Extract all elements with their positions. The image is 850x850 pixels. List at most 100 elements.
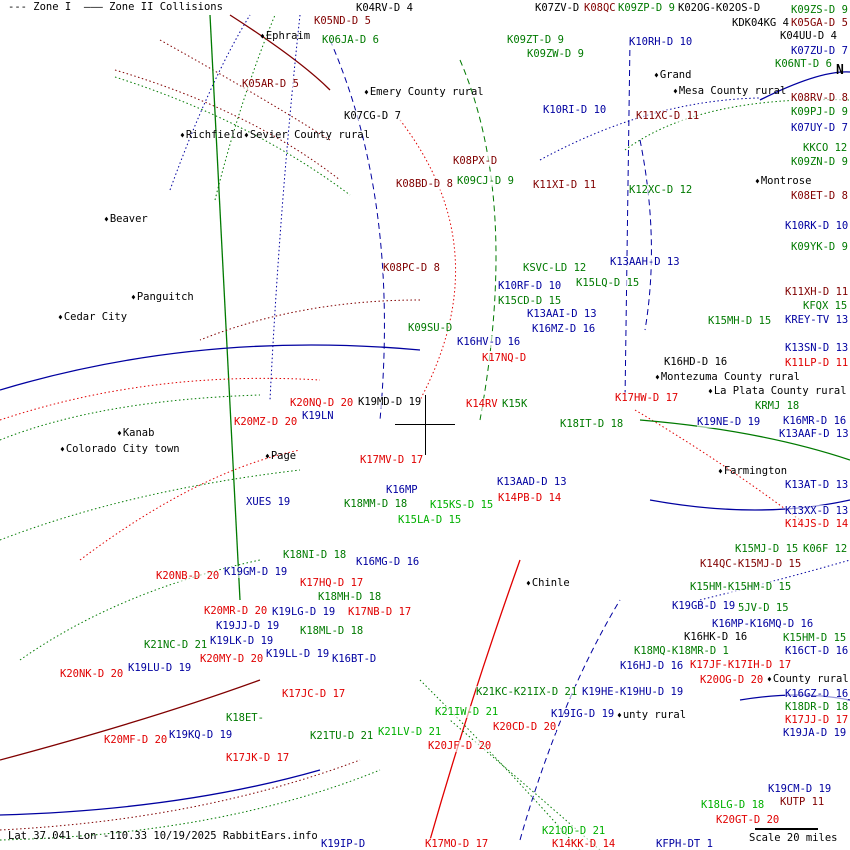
station-label[interactable]: K19KQ-D 19 [169, 729, 233, 741]
station-label[interactable]: K09YK-D 9 [791, 241, 848, 253]
station-label[interactable]: K17HW-D 17 [615, 392, 679, 404]
station-label[interactable]: KRMJ 18 [755, 400, 800, 412]
station-label[interactable]: K09ZS-D 9 [791, 4, 848, 16]
station-label[interactable]: K18DR-D 18 [785, 701, 849, 713]
station-label[interactable]: K19LN [302, 410, 334, 422]
station-label[interactable]: K11XI-D 11 [533, 179, 597, 191]
station-label[interactable]: K20MZ-D 20 [234, 416, 298, 428]
station-label[interactable]: K09ZP-D 9 [618, 2, 675, 14]
station-label[interactable]: K16HJ-D 16 [620, 660, 684, 672]
station-label[interactable]: K05GA-D 5 [791, 17, 848, 29]
station-label[interactable]: K13AAD-D 13 [497, 476, 567, 488]
station-label[interactable]: K14KK-D 14 [552, 838, 616, 850]
station-label[interactable]: K08PX-D [453, 155, 498, 167]
station-label[interactable]: K20MR-D 20 [204, 605, 268, 617]
station-label[interactable]: KSVC-LD 12 [523, 262, 587, 274]
station-label[interactable]: K20NQ-D 20 [290, 397, 354, 409]
station-label[interactable]: K15HM-D 15 [783, 632, 847, 644]
station-label[interactable]: K07ZU-D 7 [791, 45, 848, 57]
station-label[interactable]: K13AT-D 13 [785, 479, 849, 491]
station-label[interactable]: K20JF-D 20 [428, 740, 492, 752]
station-label[interactable]: K16HV-D 16 [457, 336, 521, 348]
station-label[interactable]: KUTP 11 [780, 796, 825, 808]
station-label[interactable]: K19LL-D 19 [266, 648, 330, 660]
station-label[interactable]: K20OG-D 20 [700, 674, 764, 686]
station-label[interactable]: KFQX 15 [803, 300, 848, 312]
station-label[interactable]: K18MH-D 18 [318, 591, 382, 603]
station-label[interactable]: K12XC-D 12 [629, 184, 693, 196]
station-label[interactable]: K16BT-D [332, 653, 377, 665]
station-label[interactable]: K07CG-D 7 [344, 110, 401, 122]
station-label[interactable]: K14JS-D 14 [785, 518, 849, 530]
station-label[interactable]: K18MQ-K18MR-D 1 [634, 645, 729, 657]
station-label[interactable]: K19IG-D 19 [551, 708, 615, 720]
station-label[interactable]: K19GB-D 19 [672, 600, 736, 612]
station-label[interactable]: K16HD-D 16 [664, 356, 728, 368]
station-label[interactable]: KDK04KG 4 [732, 17, 789, 29]
station-label[interactable]: K02OG-K02OS-D [678, 2, 761, 14]
station-label[interactable]: K17HQ-D 17 [300, 577, 364, 589]
station-label[interactable]: K19JA-D 19 [783, 727, 847, 739]
station-label[interactable]: K10RH-D 10 [629, 36, 693, 48]
station-label[interactable]: K17MV-D 17 [360, 454, 424, 466]
station-label[interactable]: K06F 12 [803, 543, 848, 555]
station-label[interactable]: K15CD-D 15 [498, 295, 562, 307]
station-label[interactable]: K08ET-D 8 [791, 190, 848, 202]
station-label[interactable]: K19CM-D 19 [768, 783, 832, 795]
station-label[interactable]: K19LU-D 19 [128, 662, 192, 674]
station-label[interactable]: K13AAI-D 13 [527, 308, 597, 320]
station-label[interactable]: K10RI-D 10 [543, 104, 607, 116]
station-label[interactable]: K16MP [386, 484, 418, 496]
station-label[interactable]: K09ZT-D 9 [507, 34, 564, 46]
station-label[interactable]: K20MY-D 20 [200, 653, 264, 665]
station-label[interactable]: K07UY-D 7 [791, 122, 848, 134]
station-label[interactable]: K13SN-D 13 [785, 342, 849, 354]
station-label[interactable]: K08PC-D 8 [383, 262, 440, 274]
station-label[interactable]: K16MZ-D 16 [532, 323, 596, 335]
station-label[interactable]: K18NI-D 18 [283, 549, 347, 561]
station-label[interactable]: KREY-TV 13 [785, 314, 849, 326]
station-label[interactable]: K18MM-D 18 [344, 498, 408, 510]
station-label[interactable]: K11XH-D 11 [785, 286, 849, 298]
station-label[interactable]: K16HK-D 16 [684, 631, 748, 643]
station-label[interactable]: K09ZN-D 9 [791, 156, 848, 168]
station-label[interactable]: K15MH-D 15 [708, 315, 772, 327]
station-label[interactable]: K10RK-D 10 [785, 220, 849, 232]
station-label[interactable]: K16MG-D 16 [356, 556, 420, 568]
station-label[interactable]: KKCO 12 [803, 142, 848, 154]
station-label[interactable]: K20GT-D 20 [716, 814, 780, 826]
station-label[interactable]: K04UU-D 4 [780, 30, 837, 42]
station-label[interactable]: K06NT-D 6 [775, 58, 832, 70]
station-label[interactable]: K19GM-D 19 [224, 566, 288, 578]
station-label[interactable]: K17JJ-D 17 [785, 714, 849, 726]
station-label[interactable]: K16MR-D 16 [783, 415, 847, 427]
station-label[interactable]: K15LA-D 15 [398, 514, 462, 526]
station-label[interactable]: K20NB-D 20 [156, 570, 220, 582]
station-label[interactable]: K09ZW-D 9 [527, 48, 584, 60]
station-label[interactable]: K18ML-D 18 [300, 625, 364, 637]
station-label[interactable]: K08QC [584, 2, 616, 14]
station-label[interactable]: 5JV-D 15 [738, 602, 789, 614]
station-label[interactable]: K16GZ-D 16 [785, 688, 849, 700]
station-label[interactable]: K17MO-D 17 [425, 838, 489, 850]
station-label[interactable]: K11LP-D 11 [785, 357, 849, 369]
station-label[interactable]: K08BD-D 8 [396, 178, 453, 190]
station-label[interactable]: K16MP-K16MQ-D 16 [712, 618, 814, 630]
station-label[interactable]: K18IT-D 18 [560, 418, 624, 430]
station-label[interactable]: K14QC-K15MJ-D 15 [700, 558, 802, 570]
station-label[interactable]: K19LG-D 19 [272, 606, 336, 618]
station-label[interactable]: K04RV-D 4 [356, 2, 413, 14]
station-label[interactable]: K10RF-D 10 [498, 280, 562, 292]
station-label[interactable]: K21TU-D 21 [310, 730, 374, 742]
station-label[interactable]: K13XX-D 13 [785, 505, 849, 517]
station-label[interactable]: K19HE-K19HU-D 19 [582, 686, 684, 698]
station-label[interactable]: K17JC-D 17 [282, 688, 346, 700]
station-label[interactable]: K18ET- [226, 712, 264, 724]
station-label[interactable]: K05AR-D 5 [242, 78, 299, 90]
station-label[interactable]: K20CD-D 20 [493, 721, 557, 733]
station-label[interactable]: K21IW-D 21 [435, 706, 499, 718]
station-label[interactable]: K20NK-D 20 [60, 668, 124, 680]
station-label[interactable]: K19MD-D 19 [358, 396, 422, 408]
station-label[interactable]: K15MJ-D 15 [735, 543, 799, 555]
station-label[interactable]: K21KC-K21IX-D 21 [476, 686, 578, 698]
